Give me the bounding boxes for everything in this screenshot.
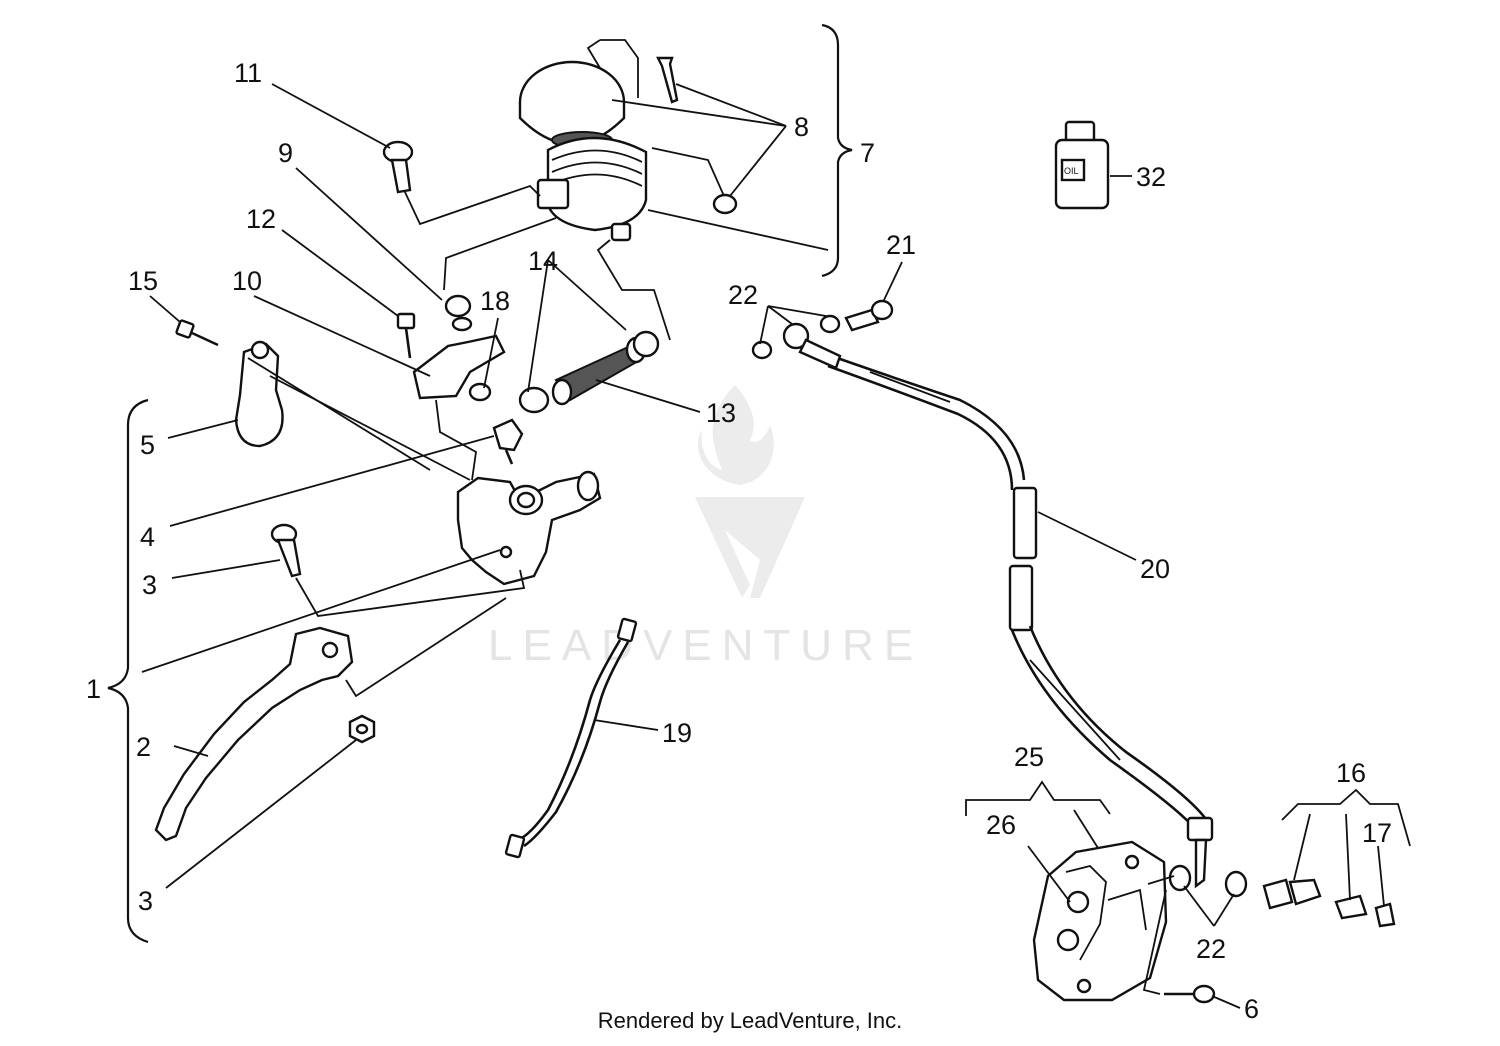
v-logo-icon: [695, 497, 805, 598]
leader-lines: [141, 83, 1411, 1009]
bleeder-16: [1262, 878, 1396, 928]
clamp: [234, 340, 284, 448]
bottle-label: OIL: [1064, 166, 1079, 176]
flame-logo-icon: [697, 385, 774, 485]
callout-5: 5: [140, 430, 155, 460]
callout-15: 15: [128, 266, 158, 296]
callout-26: 26: [986, 810, 1016, 840]
callout-1: 1: [86, 674, 101, 704]
lever-2: [154, 626, 354, 842]
callouts: 11 9 8 7 32 12 14 21 15 10 22 18 13 5 4 …: [86, 58, 1392, 1024]
callout-22-top: 22: [728, 280, 758, 310]
oil-bottle: OIL: [1054, 120, 1110, 210]
brace-7: [821, 23, 853, 278]
brace-1: [107, 398, 149, 944]
brake-line-20: [751, 299, 1214, 889]
callout-7: 7: [860, 138, 875, 168]
bolt-3: [270, 523, 302, 578]
callout-20: 20: [1140, 554, 1170, 584]
callout-6: 6: [1244, 994, 1259, 1024]
callout-19: 19: [662, 718, 692, 748]
watermark-text: LEADVENTURE: [488, 621, 923, 670]
callout-17: 17: [1362, 818, 1392, 848]
callout-4: 4: [140, 522, 155, 552]
bracket: [396, 294, 506, 402]
callout-25: 25: [1014, 742, 1044, 772]
master-cylinder: [456, 470, 602, 586]
watermark: LEADVENTURE: [488, 385, 923, 670]
callout-8: 8: [794, 112, 809, 142]
callout-3-lower: 3: [138, 886, 153, 916]
callout-9: 9: [278, 138, 293, 168]
callout-14: 14: [528, 246, 558, 276]
callout-22-bottom: 22: [1196, 934, 1226, 964]
nut-3: [348, 714, 376, 744]
caliper-25: [1032, 840, 1168, 1002]
reservoir-assembly: [518, 39, 738, 242]
callout-21: 21: [886, 230, 916, 260]
callout-13: 13: [706, 398, 736, 428]
footer-credit: Rendered by LeadVenture, Inc.: [597, 1008, 903, 1033]
callout-2: 2: [136, 732, 151, 762]
bolt-6: [1164, 984, 1216, 1004]
callout-16: 16: [1336, 758, 1366, 788]
callout-10: 10: [232, 266, 262, 296]
callout-3-upper: 3: [142, 570, 157, 600]
callout-12: 12: [246, 204, 276, 234]
screw-11: [382, 140, 414, 194]
hose-13: [518, 330, 660, 414]
callout-32: 32: [1136, 162, 1166, 192]
fitting-4: [492, 418, 524, 465]
callout-11: 11: [234, 58, 262, 88]
callout-18: 18: [480, 286, 510, 316]
cable-19: [504, 617, 638, 859]
screw-15: [175, 319, 219, 347]
washers-22: [1168, 864, 1248, 898]
